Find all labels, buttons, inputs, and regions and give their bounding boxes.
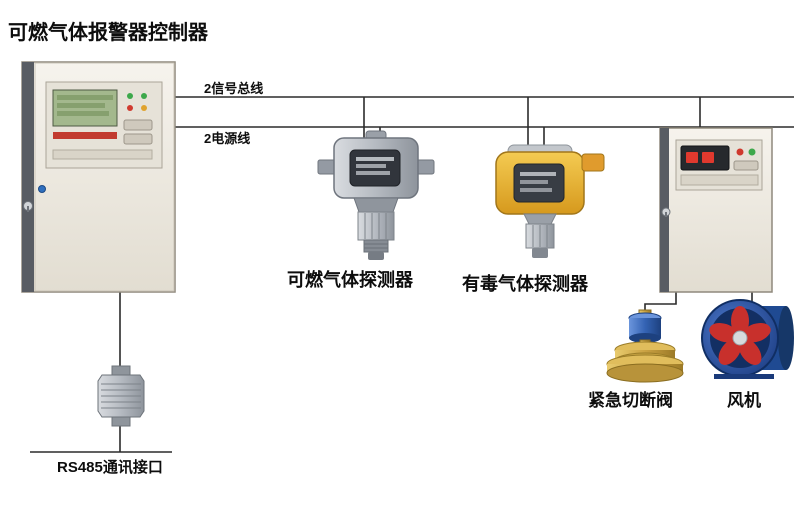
valve-flange bbox=[606, 363, 684, 383]
diagram-title: 可燃气体报警器控制器 bbox=[8, 22, 208, 44]
fan-base bbox=[714, 374, 774, 379]
cabinet-hinge-strip bbox=[22, 62, 34, 292]
panel-button bbox=[733, 160, 759, 171]
toxic-detector-label: 有毒气体探测器 bbox=[462, 274, 588, 294]
shutoff-valve-label: 紧急切断阀 bbox=[588, 391, 673, 410]
panel-vent-strip bbox=[680, 174, 759, 186]
valve-actuator bbox=[629, 318, 661, 338]
combustible-detector-icon bbox=[317, 130, 435, 260]
fan-label: 风机 bbox=[727, 391, 761, 410]
panel-valve-wire bbox=[644, 292, 677, 310]
model-strip bbox=[52, 149, 153, 160]
fan-blades bbox=[709, 306, 771, 365]
toxic-neck bbox=[523, 213, 557, 225]
combustible-detector-label: 可燃气体探测器 bbox=[287, 270, 413, 290]
shutoff-valve-icon bbox=[606, 309, 684, 383]
door-knob bbox=[38, 185, 46, 193]
toxic-detector-icon bbox=[495, 144, 605, 258]
terminal-panel-icon bbox=[659, 127, 773, 293]
controller-cabinet-icon bbox=[21, 61, 176, 293]
sensor-body bbox=[357, 211, 395, 241]
rs485-module-icon bbox=[97, 365, 145, 427]
detector-nut bbox=[353, 197, 399, 213]
sensor-thread bbox=[363, 239, 389, 253]
indicator-leds bbox=[127, 93, 147, 111]
power-line-label: 2电源线 bbox=[204, 131, 251, 146]
toxic-conduit bbox=[581, 153, 605, 172]
signal-bus-label: 2信号总线 bbox=[204, 81, 264, 96]
panel-button bbox=[123, 119, 153, 131]
wiring bbox=[30, 96, 794, 453]
rs485-port-label: RS485通讯接口 bbox=[57, 459, 163, 476]
red-label-bar bbox=[53, 132, 117, 139]
panel-button bbox=[123, 133, 153, 145]
fan-icon bbox=[701, 299, 794, 379]
led-digits bbox=[686, 152, 714, 163]
fan-hub bbox=[732, 330, 748, 346]
